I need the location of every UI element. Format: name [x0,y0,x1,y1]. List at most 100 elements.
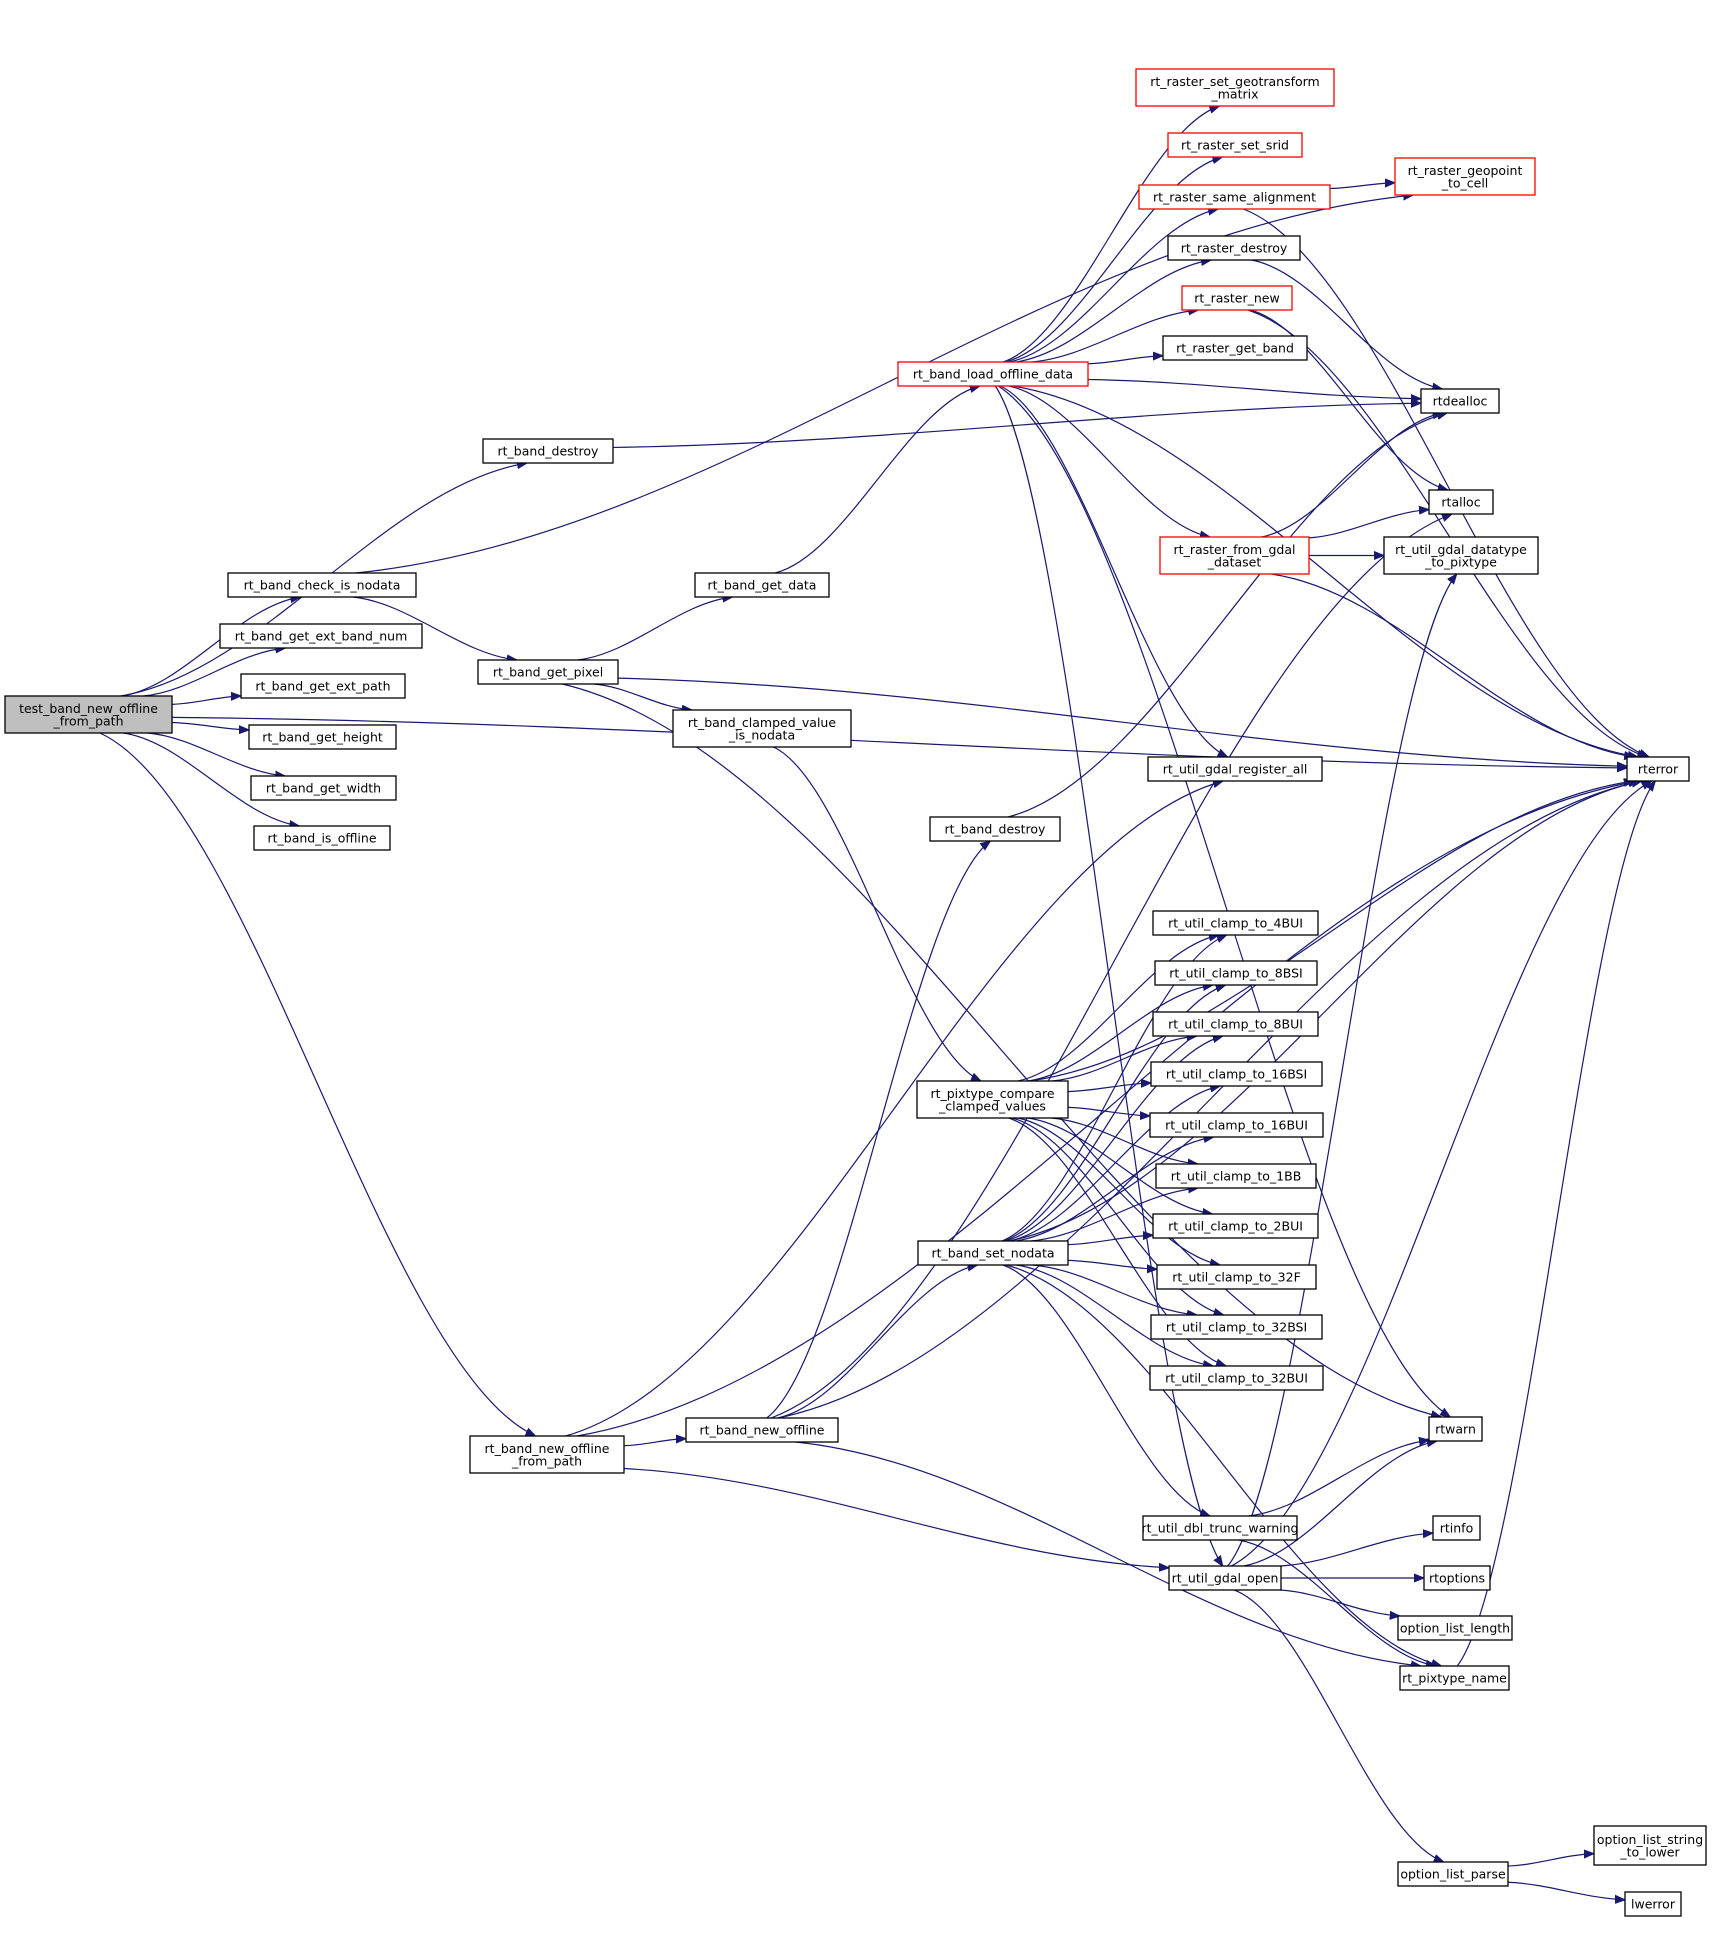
node-box[interactable] [1383,536,1539,575]
node-box[interactable] [1159,536,1310,575]
node-rt-util-clamp-to-32BSI[interactable]: rt_util_clamp_to_32BSI [1150,1314,1323,1340]
node-box[interactable] [240,673,406,699]
node-box[interactable] [1394,157,1536,196]
node-rt-band-is-offline[interactable]: rt_band_is_offline [253,825,391,851]
node-rt-util-clamp-to-1BB[interactable]: rt_util_clamp_to_1BB [1155,1163,1317,1189]
node-rterror[interactable]: rterror [1626,756,1690,782]
node-rt-util-clamp-to-32F[interactable]: rt_util_clamp_to_32F [1156,1264,1317,1290]
node-rt-util-dbl-trunc-warning[interactable]: rt_util_dbl_trunc_warning [1142,1515,1299,1541]
node-option-list-length[interactable]: option_list_length [1397,1615,1513,1641]
node-rt-raster-set-geotransform-matrix[interactable]: rt_raster_set_geotransform_matrix [1135,68,1335,107]
node-box[interactable] [482,438,614,464]
node-box[interactable] [1626,756,1690,782]
node-box[interactable] [1168,1565,1282,1591]
node-box[interactable] [1423,1565,1491,1591]
node-rt-band-destroy-a[interactable]: rt_band_destroy [482,438,614,464]
node-lwerror[interactable]: lwerror [1624,1891,1682,1917]
node-rt-raster-geopoint-to-cell[interactable]: rt_raster_geopoint_to_cell [1394,157,1536,196]
node-box[interactable] [929,816,1061,842]
node-rtalloc[interactable]: rtalloc [1428,489,1494,515]
node-rt-band-get-ext-band-num[interactable]: rt_band_get_ext_band_num [219,623,423,649]
node-box[interactable] [1154,960,1318,986]
node-box[interactable] [1156,1264,1317,1290]
node-rt-band-destroy-b[interactable]: rt_band_destroy [929,816,1061,842]
node-rtdealloc[interactable]: rtdealloc [1420,388,1500,414]
node-box[interactable] [1624,1891,1682,1917]
node-box[interactable] [1138,184,1331,210]
node-box[interactable] [1428,1416,1483,1442]
node-option-list-parse[interactable]: option_list_parse [1397,1861,1509,1887]
node-box[interactable] [1181,285,1293,311]
node-rt-raster-new[interactable]: rt_raster_new [1181,285,1293,311]
node-box[interactable] [1149,1112,1324,1138]
node-rt-raster-destroy[interactable]: rt_raster_destroy [1167,235,1301,261]
node-rt-band-new-offline[interactable]: rt_band_new_offline [685,1417,839,1443]
node-box[interactable] [685,1417,839,1443]
node-box[interactable] [916,1080,1069,1119]
node-box[interactable] [1397,1861,1509,1887]
node-rt-util-clamp-to-16BUI[interactable]: rt_util_clamp_to_16BUI [1149,1112,1324,1138]
node-rt-band-load-offline-data[interactable]: rt_band_load_offline_data [897,361,1089,387]
node-box[interactable] [1150,1314,1323,1340]
node-box[interactable] [1167,235,1301,261]
node-rt-band-new-offline-from-path[interactable]: rt_band_new_offline_from_path [469,1435,625,1474]
node-rtoptions[interactable]: rtoptions [1423,1565,1491,1591]
node-rt-raster-get-band[interactable]: rt_raster_get_band [1162,335,1308,361]
node-box[interactable] [4,695,173,734]
node-box[interactable] [1149,1365,1324,1391]
node-rt-band-get-data[interactable]: rt_band_get_data [694,572,830,598]
node-rt-raster-set-srid[interactable]: rt_raster_set_srid [1167,132,1303,158]
node-box[interactable] [1142,1515,1298,1541]
node-root[interactable]: test_band_new_offline_from_path [4,695,173,734]
node-rt-util-clamp-to-4BUI[interactable]: rt_util_clamp_to_4BUI [1152,910,1319,936]
node-box[interactable] [1167,132,1303,158]
node-rt-band-get-height[interactable]: rt_band_get_height [248,724,397,750]
node-rt-util-gdal-open[interactable]: rt_util_gdal_open [1168,1565,1282,1591]
node-rt-util-clamp-to-8BSI[interactable]: rt_util_clamp_to_8BSI [1154,960,1318,986]
node-box[interactable] [672,709,852,748]
node-box[interactable] [897,361,1089,387]
node-box[interactable] [1420,388,1500,414]
node-box[interactable] [1152,1213,1319,1239]
node-box[interactable] [1152,910,1319,936]
node-rt-band-clamped-value-is-nodata[interactable]: rt_band_clamped_value_is_nodata [672,709,852,748]
node-rt-util-gdal-register-all[interactable]: rt_util_gdal_register_all [1147,756,1323,782]
node-rt-util-gdal-datatype-to-pixtype[interactable]: rt_util_gdal_datatype_to_pixtype [1383,536,1539,575]
node-box[interactable] [219,623,423,649]
node-box[interactable] [1428,489,1494,515]
node-rt-pixtype-compare-clamped-values[interactable]: rt_pixtype_compare_clamped_values [916,1080,1069,1119]
node-box[interactable] [227,572,417,598]
node-rt-util-clamp-to-8BUI[interactable]: rt_util_clamp_to_8BUI [1152,1011,1319,1037]
node-box[interactable] [469,1435,625,1474]
node-box[interactable] [694,572,830,598]
node-rtinfo[interactable]: rtinfo [1432,1515,1481,1541]
node-box[interactable] [1152,1011,1319,1037]
node-box[interactable] [253,825,391,851]
node-box[interactable] [248,724,397,750]
node-box[interactable] [1147,756,1323,782]
node-box[interactable] [1155,1163,1317,1189]
node-option-list-string-to-lower[interactable]: option_list_string_to_lower [1593,1825,1707,1866]
node-rt-raster-from-gdal-dataset[interactable]: rt_raster_from_gdal_dataset [1159,536,1310,575]
node-rt-util-clamp-to-32BUI[interactable]: rt_util_clamp_to_32BUI [1149,1365,1324,1391]
node-rt-pixtype-name[interactable]: rt_pixtype_name [1399,1665,1510,1691]
node-rt-raster-same-alignment[interactable]: rt_raster_same_alignment [1138,184,1331,210]
node-rt-band-get-pixel[interactable]: rt_band_get_pixel [477,659,619,685]
node-box[interactable] [250,775,397,801]
node-rt-band-get-ext-path[interactable]: rt_band_get_ext_path [240,673,406,699]
node-rtwarn[interactable]: rtwarn [1428,1416,1483,1442]
node-box[interactable] [1162,335,1308,361]
node-box[interactable] [477,659,619,685]
node-rt-band-set-nodata[interactable]: rt_band_set_nodata [917,1240,1069,1266]
node-rt-util-clamp-to-16BSI[interactable]: rt_util_clamp_to_16BSI [1150,1061,1323,1087]
node-box[interactable] [1150,1061,1323,1087]
node-box[interactable] [1399,1665,1510,1691]
node-box[interactable] [1397,1615,1513,1641]
node-rt-util-clamp-to-2BUI[interactable]: rt_util_clamp_to_2BUI [1152,1213,1319,1239]
node-box[interactable] [1593,1825,1707,1866]
node-box[interactable] [917,1240,1069,1266]
node-rt-band-get-width[interactable]: rt_band_get_width [250,775,397,801]
node-box[interactable] [1432,1515,1481,1541]
node-box[interactable] [1135,68,1335,107]
node-rt-band-check-is-nodata[interactable]: rt_band_check_is_nodata [227,572,417,598]
